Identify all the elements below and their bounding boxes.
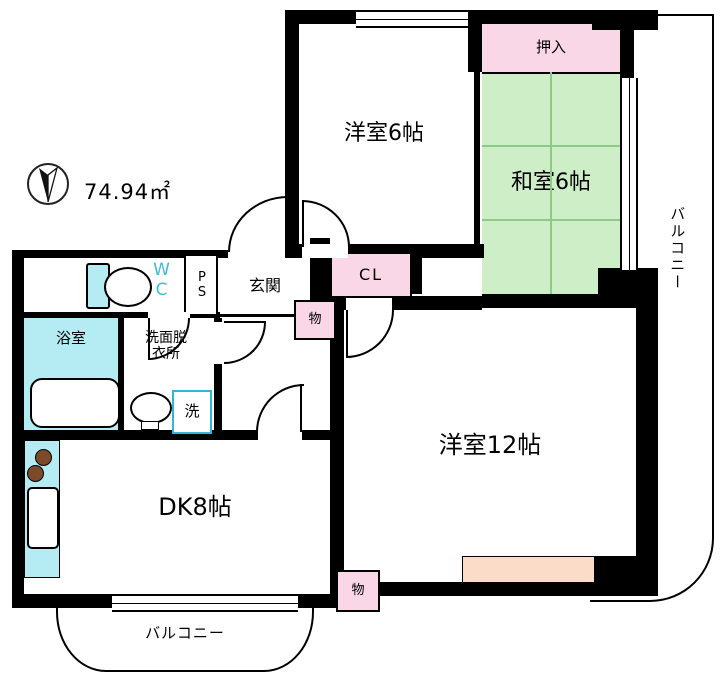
door-arc-washroom <box>224 322 266 364</box>
wall-segment <box>620 24 634 80</box>
wall-segment <box>12 594 114 608</box>
kitchen-sink <box>27 487 59 549</box>
door-opening <box>148 312 190 318</box>
wc-label: WC <box>151 260 172 300</box>
wall-segment <box>330 296 344 608</box>
wall-segment <box>12 250 228 258</box>
door-leaf <box>346 310 348 358</box>
door-leaf <box>148 318 150 360</box>
tatami-line <box>482 145 620 147</box>
wall-segment <box>118 318 124 432</box>
door-leaf <box>300 384 302 432</box>
wall-segment <box>285 10 360 24</box>
wall-segment <box>296 594 344 608</box>
storage-south-box: 物 <box>336 570 380 612</box>
wall-segment <box>285 10 299 258</box>
door-opening <box>302 244 348 258</box>
closet-cl-label: CL <box>358 264 384 284</box>
tatami-line <box>482 219 620 221</box>
wall-segment <box>24 430 258 440</box>
room-western6: 洋室6帖 <box>299 24 469 244</box>
door-leaf <box>302 200 304 247</box>
entrance-step-line <box>218 314 312 317</box>
wall-segment <box>482 294 658 308</box>
laundry-label: 洗 <box>184 402 200 421</box>
door-arc-dk <box>256 384 304 432</box>
room-western12: 洋室12帖 <box>344 310 636 582</box>
washbasin <box>130 392 172 424</box>
pipe-space-label: PS <box>194 270 210 300</box>
stove-burner <box>27 465 44 482</box>
wall-segment <box>12 252 24 608</box>
stove-burner <box>35 449 52 466</box>
pipe-space-box: PS <box>184 254 218 316</box>
tatami-line <box>550 72 552 294</box>
wall-segment <box>592 10 658 30</box>
closet-cl-box: CL <box>330 252 412 298</box>
storage-hall-box: 物 <box>294 300 336 340</box>
washroom-label: 洗面脱衣所 <box>145 330 187 363</box>
room-western6-label: 洋室6帖 <box>344 121 424 147</box>
wall-segment <box>594 556 658 596</box>
washbasin-base <box>141 421 159 430</box>
door-leaf <box>285 196 287 252</box>
floor-area-text: 74.94㎡ <box>84 180 172 204</box>
laundry-box: 洗 <box>172 390 212 434</box>
door-opening <box>214 322 222 364</box>
closet-oshiire: 押入 <box>482 24 620 74</box>
wall-segment <box>302 430 344 440</box>
bathtub <box>30 378 120 428</box>
wall-segment <box>344 582 658 596</box>
bathroom-label: 浴室 <box>55 329 86 347</box>
toilet-bowl <box>104 267 152 307</box>
window <box>356 10 468 28</box>
door-leaf <box>224 321 266 323</box>
window <box>620 78 638 270</box>
wall-segment <box>24 312 220 318</box>
window <box>112 594 298 612</box>
room-entrance-label: 玄関 <box>248 276 281 296</box>
closet-oshiire-label: 押入 <box>535 38 566 57</box>
wall-segment <box>466 10 598 24</box>
window-bench <box>462 556 600 584</box>
compass-north-icon <box>26 162 70 206</box>
room-western12-label: 洋室12帖 <box>438 431 542 460</box>
room-dk <box>24 440 330 594</box>
balcony-east-label: バルコニー <box>668 206 687 291</box>
balcony-south-label: バルコニー <box>145 624 225 643</box>
dk-label: DK8帖 <box>158 493 232 521</box>
storage-south-label: 物 <box>351 582 365 598</box>
wall-segment <box>392 296 482 310</box>
wall-segment <box>636 308 658 596</box>
wall-segment <box>474 72 480 252</box>
wall-segment <box>468 10 482 72</box>
wall-segment <box>214 318 222 436</box>
door-arc-entrance <box>228 196 288 252</box>
storage-hall-label: 物 <box>308 311 322 327</box>
